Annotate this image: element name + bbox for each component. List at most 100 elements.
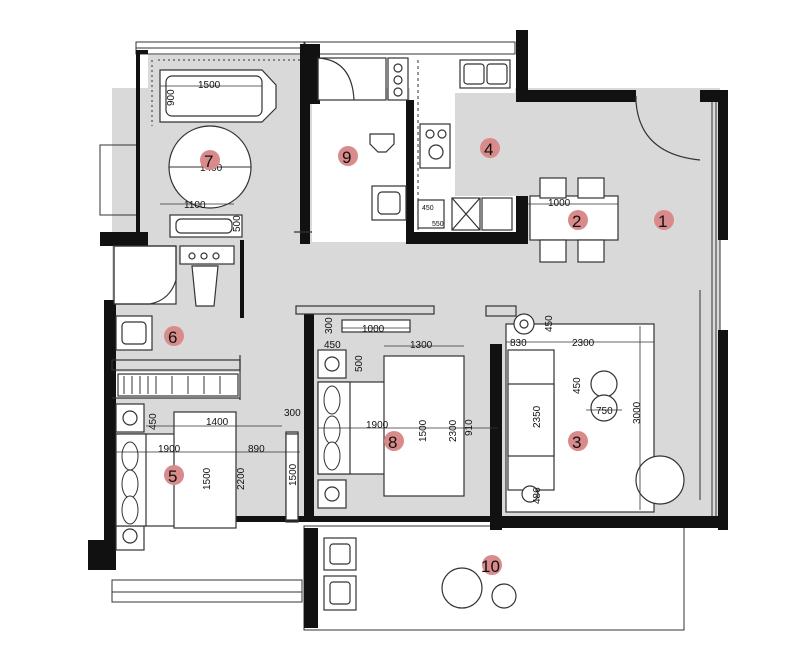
dim-kitchen-550: 550 bbox=[432, 221, 444, 228]
dim-nightstand-5: 450 bbox=[148, 413, 159, 430]
room-marker-9: 9 bbox=[338, 146, 358, 167]
room-marker-2: 2 bbox=[568, 210, 588, 231]
kitchen-top-window bbox=[304, 41, 516, 55]
dim-bed8-bed-width: 1500 bbox=[418, 419, 429, 442]
dim-vanity-width: 1100 bbox=[184, 200, 206, 211]
entrance-door bbox=[635, 96, 701, 161]
room-marker-1: 1 bbox=[654, 210, 674, 231]
svg-text:9: 9 bbox=[342, 148, 351, 167]
wall-left-bath bbox=[136, 50, 140, 240]
wardrobe-8 bbox=[341, 319, 411, 333]
toilet-bowl bbox=[191, 265, 219, 307]
room-marker-6: 6 bbox=[164, 326, 184, 347]
toilet-9-area bbox=[312, 100, 408, 242]
dim-living-450-top: 450 bbox=[544, 315, 555, 332]
kitchen-cabinet bbox=[481, 197, 513, 231]
shower-9 bbox=[317, 57, 387, 101]
fridge bbox=[417, 199, 445, 229]
dim-bed8-gap: 910 bbox=[464, 419, 475, 436]
dim-coffee-table: 750 bbox=[596, 406, 613, 417]
dim-bed5-890: 890 bbox=[248, 444, 265, 455]
room-marker-4: 4 bbox=[480, 138, 500, 159]
wall-bed8-right bbox=[490, 344, 502, 530]
svg-text:10: 10 bbox=[481, 557, 500, 576]
room-markers: 1 2 3 4 5 6 7 8 bbox=[164, 138, 674, 576]
dim-bed5-bed-length: 1900 bbox=[158, 444, 181, 455]
svg-text:5: 5 bbox=[168, 467, 177, 486]
toilet-9-fixtures bbox=[317, 57, 409, 221]
balcony-furniture bbox=[323, 537, 517, 611]
svg-text:8: 8 bbox=[388, 433, 397, 452]
dim-bed8-bed-length: 1900 bbox=[366, 420, 389, 431]
dim-sofa-length: 2350 bbox=[532, 405, 543, 428]
wall-balcony-left bbox=[304, 528, 318, 628]
room-marker-10: 10 bbox=[481, 555, 502, 576]
dimension-texts: 1500 900 1400 1100 500 1000 1000 300 450… bbox=[148, 80, 643, 504]
bathroom-6-fixtures bbox=[113, 245, 235, 351]
svg-text:7: 7 bbox=[204, 152, 213, 171]
dim-tub-height: 900 bbox=[166, 89, 177, 106]
dim-bed8-room-height: 2300 bbox=[448, 419, 459, 442]
wall-toilet-top bbox=[310, 44, 320, 104]
svg-text:1: 1 bbox=[658, 212, 667, 231]
dim-bed5-300: 300 bbox=[284, 408, 301, 419]
wall-balcony-left-bottom bbox=[304, 616, 318, 628]
bathroom-7-dashes bbox=[151, 59, 300, 126]
partitions bbox=[111, 231, 517, 523]
bed5-pillows bbox=[121, 441, 139, 525]
dim-living-486: 486 bbox=[532, 487, 543, 504]
wall-right bbox=[718, 90, 728, 240]
wall-kitchen-bottom bbox=[408, 232, 528, 244]
room-marker-5: 5 bbox=[164, 465, 184, 486]
side-table-bottom bbox=[521, 485, 539, 503]
kitchen-fixtures bbox=[417, 59, 513, 231]
dim-nightstand-8: 450 bbox=[324, 340, 341, 351]
wall-left-bottom bbox=[88, 540, 104, 570]
balcony-chair bbox=[441, 567, 483, 609]
room-marker-8: 8 bbox=[384, 431, 404, 452]
dimension-lines bbox=[116, 85, 654, 526]
bottom-left-window bbox=[111, 579, 303, 603]
svg-text:3: 3 bbox=[572, 433, 581, 452]
dim-tub-length: 1500 bbox=[198, 80, 221, 91]
wall-notch-vertical bbox=[516, 30, 528, 102]
wall-bath7-right bbox=[300, 44, 310, 244]
armchair bbox=[635, 455, 685, 505]
balcony-table bbox=[491, 583, 517, 609]
wall-left-main bbox=[104, 300, 116, 570]
wall-kitchen-right-stub bbox=[516, 196, 528, 244]
coffee-table-bottom bbox=[590, 394, 618, 422]
toilet-9 bbox=[369, 133, 395, 153]
coffee-table-top bbox=[590, 370, 618, 398]
dim-bed5-width: 1400 bbox=[206, 417, 229, 428]
dim-kitchen-450: 450 bbox=[422, 205, 434, 212]
dim-wardrobe-5: 1500 bbox=[288, 463, 299, 486]
dim-dining-table: 1000 bbox=[548, 198, 571, 209]
room-marker-3: 3 bbox=[568, 431, 588, 452]
bed8-pillows bbox=[323, 385, 341, 471]
dim-wardrobe-8-height: 300 bbox=[324, 317, 335, 334]
wall-kitchen-left bbox=[406, 100, 414, 244]
balcony-area bbox=[304, 528, 684, 626]
living-furniture bbox=[505, 313, 685, 513]
wall-right-lower bbox=[718, 330, 728, 530]
dim-living-depth: 3000 bbox=[632, 401, 643, 424]
dim-living-830: 830 bbox=[510, 338, 527, 349]
wall-bath6-right bbox=[240, 240, 244, 318]
wall-bath7-bottom bbox=[100, 232, 148, 246]
dim-wardrobe-8: 1000 bbox=[362, 324, 385, 335]
dim-bed5-bed-width: 1500 bbox=[202, 467, 213, 490]
wall-bottom-right bbox=[490, 516, 728, 528]
dim-nightstand-8-height: 500 bbox=[354, 355, 365, 372]
svg-text:6: 6 bbox=[168, 328, 177, 347]
dim-bed8-room-width: 1300 bbox=[410, 340, 433, 351]
dim-living-450: 450 bbox=[572, 377, 583, 394]
wall-top-left bbox=[136, 50, 148, 54]
dim-vanity-height: 500 bbox=[232, 215, 243, 232]
room-marker-7: 7 bbox=[200, 150, 220, 171]
wall-bed8-bottom bbox=[304, 516, 494, 522]
svg-text:4: 4 bbox=[484, 140, 493, 159]
wall-notch-horizontal bbox=[516, 90, 636, 102]
dim-living-width: 2300 bbox=[572, 338, 595, 349]
